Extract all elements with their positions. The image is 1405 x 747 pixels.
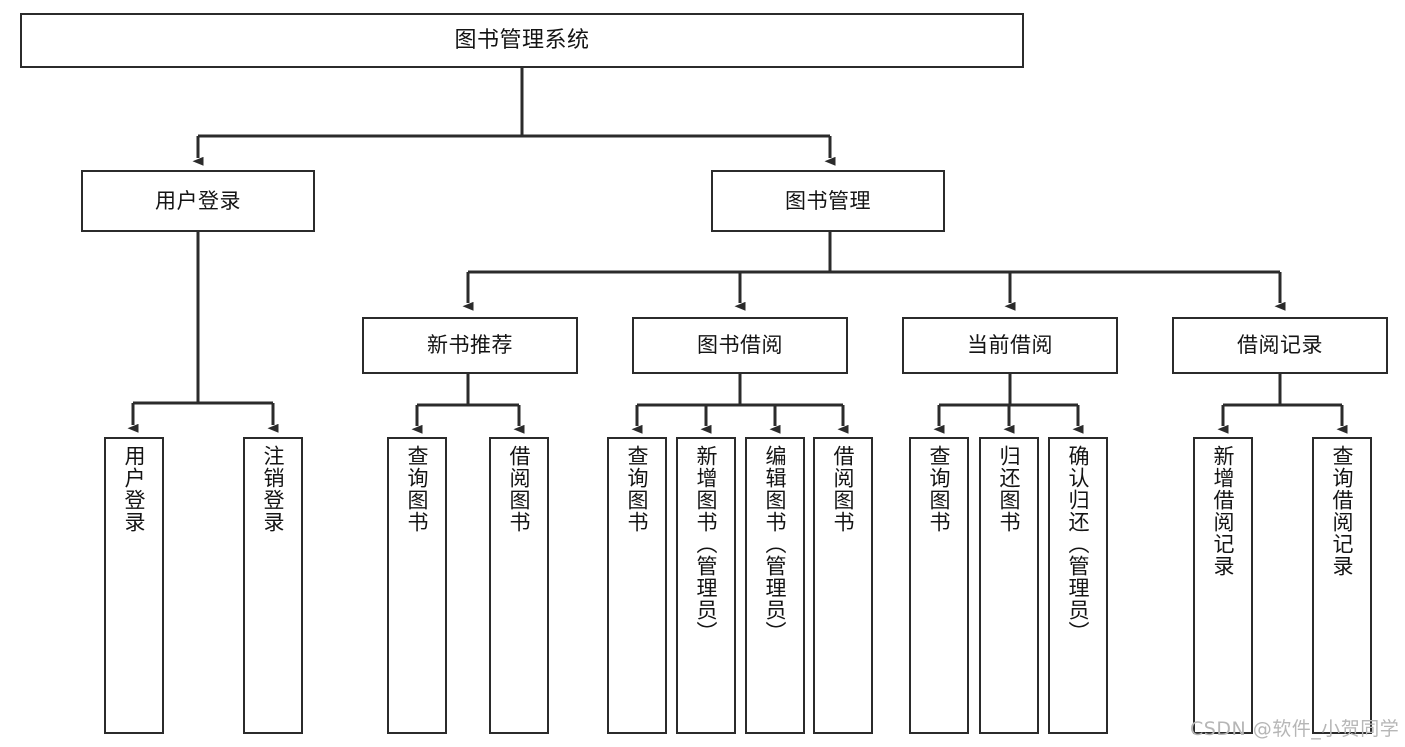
node-leaf-query-book-2-label: 查询图书 <box>625 445 650 533</box>
node-leaf-borrow-book-1-label: 借阅图书 <box>507 445 532 533</box>
node-leaf-query-book-1-label: 查询图书 <box>405 445 430 533</box>
node-leaf-return-book-label: 归还图书 <box>997 445 1022 533</box>
node-leaf-query-book-1[interactable]: 查询图书 <box>387 437 447 734</box>
node-new-book-recommend-label: 新书推荐 <box>427 333 513 358</box>
node-leaf-add-book-label: 新增图书（管理员） <box>694 445 719 643</box>
node-root[interactable]: 图书管理系统 <box>20 13 1024 68</box>
node-new-book-recommend[interactable]: 新书推荐 <box>362 317 578 374</box>
node-leaf-logout-login-label: 注销登录 <box>261 445 286 533</box>
csdn-watermark: CSDN @软件_小贺同学 <box>1190 718 1400 740</box>
node-user-login[interactable]: 用户登录 <box>81 170 315 232</box>
node-leaf-borrow-book-2[interactable]: 借阅图书 <box>813 437 873 734</box>
node-leaf-query-record-label: 查询借阅记录 <box>1330 445 1355 577</box>
node-user-login-label: 用户登录 <box>155 188 241 213</box>
node-leaf-confirm-return[interactable]: 确认归还（管理员） <box>1048 437 1108 734</box>
node-book-manage-label: 图书管理 <box>785 188 871 213</box>
node-leaf-logout-login[interactable]: 注销登录 <box>243 437 303 734</box>
node-leaf-query-record[interactable]: 查询借阅记录 <box>1312 437 1372 734</box>
node-leaf-add-book[interactable]: 新增图书（管理员） <box>676 437 736 734</box>
node-leaf-user-login[interactable]: 用户登录 <box>104 437 164 734</box>
node-borrow-record-label: 借阅记录 <box>1237 333 1323 358</box>
node-leaf-query-book-3-label: 查询图书 <box>927 445 952 533</box>
node-leaf-return-book[interactable]: 归还图书 <box>979 437 1039 734</box>
node-leaf-query-book-2[interactable]: 查询图书 <box>607 437 667 734</box>
node-leaf-user-login-label: 用户登录 <box>122 445 147 533</box>
node-book-borrow-label: 图书借阅 <box>697 333 783 358</box>
node-leaf-confirm-return-label: 确认归还（管理员） <box>1066 445 1091 643</box>
node-current-borrow[interactable]: 当前借阅 <box>902 317 1118 374</box>
node-leaf-edit-book[interactable]: 编辑图书（管理员） <box>745 437 805 734</box>
node-leaf-add-record[interactable]: 新增借阅记录 <box>1193 437 1253 734</box>
node-root-label: 图书管理系统 <box>454 27 590 53</box>
node-leaf-add-record-label: 新增借阅记录 <box>1211 445 1236 577</box>
node-leaf-borrow-book-2-label: 借阅图书 <box>831 445 856 533</box>
node-leaf-edit-book-label: 编辑图书（管理员） <box>763 445 788 643</box>
node-leaf-borrow-book-1[interactable]: 借阅图书 <box>489 437 549 734</box>
node-current-borrow-label: 当前借阅 <box>967 333 1053 358</box>
node-leaf-query-book-3[interactable]: 查询图书 <box>909 437 969 734</box>
node-book-borrow[interactable]: 图书借阅 <box>632 317 848 374</box>
node-book-manage[interactable]: 图书管理 <box>711 170 945 232</box>
node-borrow-record[interactable]: 借阅记录 <box>1172 317 1388 374</box>
